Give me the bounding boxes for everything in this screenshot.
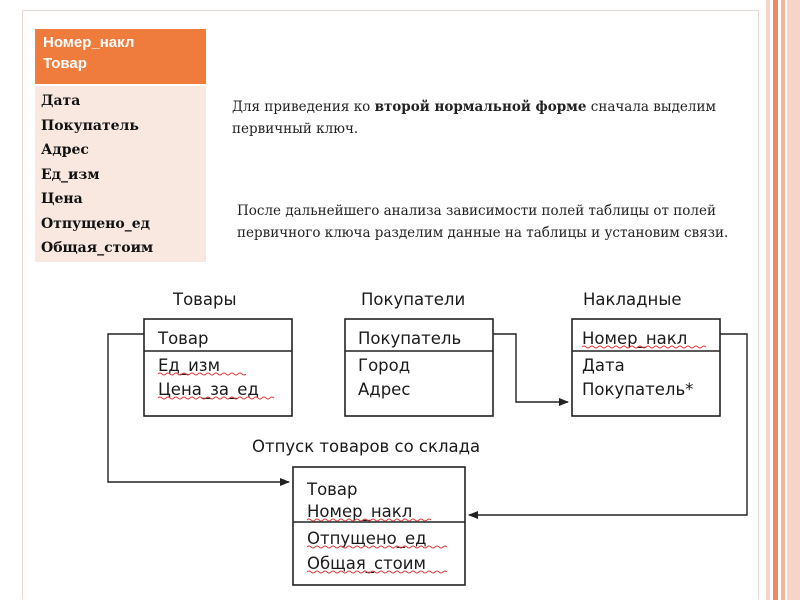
entity-key-field: Номер_накл — [307, 502, 412, 522]
entity-box-pokupateli: Покупатель Город Адрес — [344, 318, 494, 417]
entity-key-field: Товар — [306, 480, 357, 499]
intro-text-start: Для приведения ко — [232, 99, 375, 115]
attribute-field: Ед_изм — [41, 166, 100, 183]
entity-box-tovary: Товар Ед_изм Цена_за_ед — [143, 318, 293, 417]
entity-field: Ед_изм — [158, 356, 220, 376]
entity-box-otpusk: Товар Номер_накл Отпущено_ед Общая_стоим — [292, 466, 466, 586]
entity-title-otpusk: Отпуск товаров со склада — [252, 437, 480, 456]
entity-key-field: Покупатель — [358, 329, 461, 348]
entity-title-pokupateli: Покупатели — [361, 290, 465, 309]
key-field: Товар — [43, 55, 87, 72]
slide-frame — [22, 10, 759, 599]
entity-key-field: Товар — [157, 329, 208, 348]
entity-box-nakladnye: Номер_накл Дата Покупатель* — [571, 318, 721, 417]
spellcheck-underlines — [157, 345, 707, 574]
entity-field: Цена_за_ед — [158, 380, 259, 400]
entity-title-nakladnye: Накладные — [583, 290, 682, 309]
entity-field: Город — [358, 356, 410, 375]
entity-field: Общая_стоим — [307, 554, 426, 574]
entity-field: Отпущено_ед — [307, 529, 427, 549]
attribute-block: Дата Покупатель Адрес Ед_изм Цена Отпуще… — [35, 86, 206, 262]
entity-title-tovary: Товары — [172, 290, 237, 309]
link-tovary-to-otpusk — [107, 333, 290, 486]
attribute-field: Общая_стоим — [41, 240, 154, 256]
attribute-field: Дата — [41, 93, 81, 109]
entity-field: Дата — [582, 356, 625, 375]
attribute-field: Покупатель — [41, 117, 139, 134]
attribute-field: Отпущено_ед — [41, 215, 150, 232]
link-nakladnye-to-otpusk — [468, 333, 748, 519]
intro-text-bold: второй нормальной форме — [374, 99, 587, 115]
analysis-paragraph: После дальнейшего анализа зависимости по… — [237, 203, 729, 241]
intro-paragraph: Для приведения ко второй нормальной форм… — [232, 96, 742, 140]
decorative-stripes — [766, 0, 800, 600]
link-pokupateli-to-nakladnye — [493, 333, 569, 406]
entity-key-field: Номер_накл — [582, 329, 687, 349]
intro-text-end: сначала выделим первичный ключ. — [232, 99, 716, 137]
primary-key-block: Номер_накл Товар — [35, 29, 206, 84]
attribute-field: Цена — [41, 191, 83, 207]
entity-field: Покупатель* — [582, 380, 693, 399]
attribute-field: Адрес — [41, 142, 89, 158]
key-field: Номер_накл — [43, 34, 135, 51]
entity-field: Адрес — [358, 380, 410, 399]
